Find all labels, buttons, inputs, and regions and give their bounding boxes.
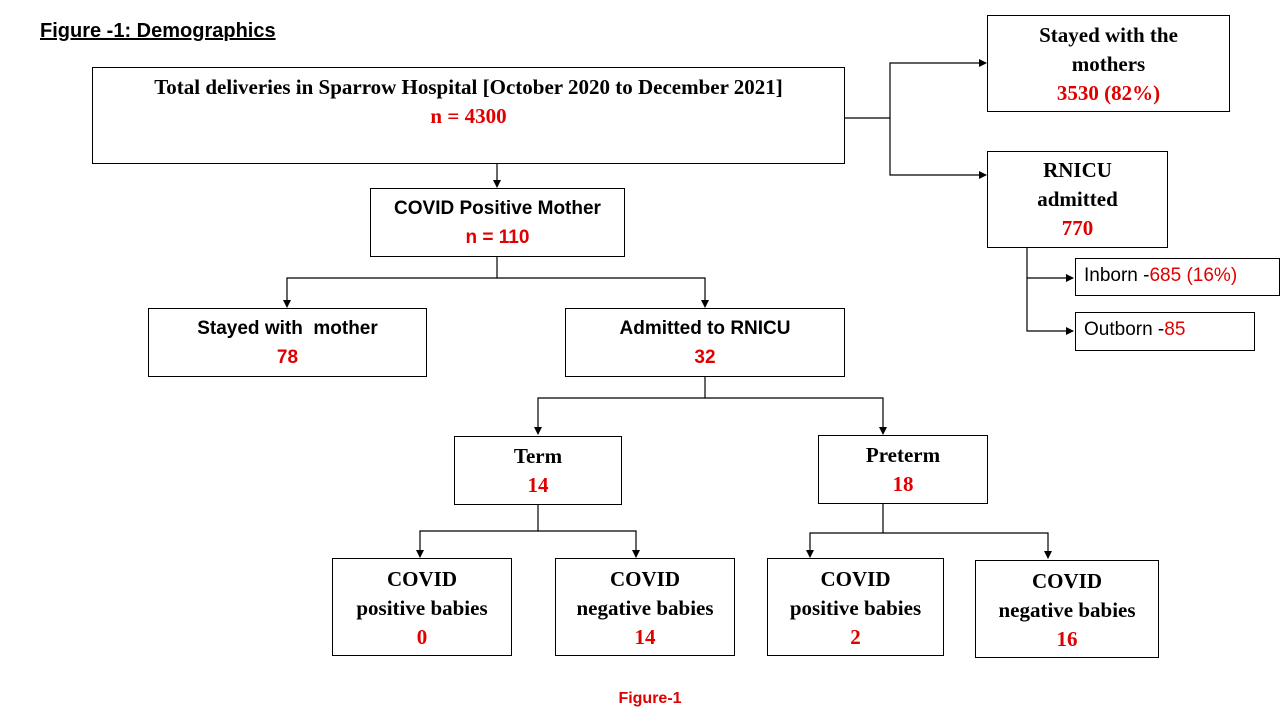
term-covid-negative-count: 14 xyxy=(634,625,656,649)
stayed-with-mothers-line1: Stayed with the xyxy=(1039,23,1178,47)
connector-term-neg xyxy=(538,530,640,558)
term-covid-positive-count: 0 xyxy=(416,625,428,649)
preterm-covid-negative-babies-box: COVID negative babies 16 xyxy=(975,560,1159,658)
preterm-covid-positive-line1: COVID xyxy=(820,567,891,591)
rnicu-admitted-line1: RNICU xyxy=(1043,158,1112,182)
connector-preterm-neg xyxy=(883,532,1052,559)
inborn-label: Inborn - xyxy=(1084,265,1150,286)
stayed-with-mother-count: 78 xyxy=(276,347,299,368)
term-covid-positive-line1: COVID xyxy=(386,567,457,591)
connector-total-rnicu xyxy=(889,118,987,179)
term-covid-positive-line2: positive babies xyxy=(356,596,488,620)
connector-preterm-pos xyxy=(806,504,884,558)
total-deliveries-box: Total deliveries in Sparrow Hospital [Oc… xyxy=(92,67,845,164)
preterm-box: Preterm 18 xyxy=(818,435,988,504)
term-covid-negative-babies-box: COVID negative babies 14 xyxy=(555,558,735,656)
outborn-label: Outborn - xyxy=(1084,319,1165,340)
preterm-covid-positive-babies-box: COVID positive babies 2 xyxy=(767,558,944,656)
inborn-box: Inborn -685 (16%) xyxy=(1075,258,1280,296)
covid-positive-mother-count: n = 110 xyxy=(465,227,530,248)
preterm-count: 18 xyxy=(892,472,914,496)
figure-heading: Figure -1: Demographics xyxy=(40,20,276,42)
term-covid-positive-babies-box: COVID positive babies 0 xyxy=(332,558,512,656)
admitted-to-rnicu-count: 32 xyxy=(694,347,716,368)
outborn-box: Outborn -85 xyxy=(1075,312,1255,351)
connector-term-pos xyxy=(416,505,539,558)
covid-positive-mother-label: COVID Positive Mother xyxy=(394,198,601,219)
connector-total-branch xyxy=(845,59,987,119)
covid-positive-mother-box: COVID Positive Mother n = 110 xyxy=(370,188,625,257)
stayed-with-mothers-count: 3530 (82%) xyxy=(1056,81,1161,105)
connector-admitted-term xyxy=(534,377,706,435)
preterm-covid-positive-count: 2 xyxy=(850,625,861,649)
total-deliveries-count: n = 4300 xyxy=(430,104,507,128)
rnicu-admitted-count: 770 xyxy=(1061,216,1094,240)
admitted-to-rnicu-label: Admitted to RNICU xyxy=(619,318,791,339)
preterm-covid-negative-line2: negative babies xyxy=(998,598,1136,622)
term-covid-negative-line2: negative babies xyxy=(576,596,714,620)
term-box: Term 14 xyxy=(454,436,622,505)
connector-admitted-preterm xyxy=(705,397,887,435)
stayed-with-mothers-box: Stayed with the mothers 3530 (82%) xyxy=(987,15,1230,112)
term-covid-negative-line1: COVID xyxy=(609,567,680,591)
figure-caption: Figure-1 xyxy=(618,690,682,707)
term-label: Term xyxy=(513,444,563,468)
total-deliveries-label: Total deliveries in Sparrow Hospital [Oc… xyxy=(154,75,783,99)
inborn-count: 685 (16%) xyxy=(1149,265,1238,286)
preterm-covid-positive-line2: positive babies xyxy=(789,596,922,620)
rnicu-admitted-box: RNICU admitted 770 xyxy=(987,151,1168,248)
connector-covid-admitted xyxy=(497,277,709,308)
rnicu-admitted-line2: admitted xyxy=(1037,187,1118,211)
connector-rnicu-inborn xyxy=(1026,248,1074,282)
stayed-with-mother-label: Stayed with mother xyxy=(197,318,378,339)
outborn-count: 85 xyxy=(1164,319,1186,340)
admitted-to-rnicu-box: Admitted to RNICU 32 xyxy=(565,308,845,377)
connector-rnicu-outborn xyxy=(1026,278,1074,335)
term-count: 14 xyxy=(527,473,549,497)
connector-covid-split xyxy=(283,257,498,308)
stayed-with-mother-box: Stayed with mother 78 xyxy=(148,308,427,377)
preterm-covid-negative-line1: COVID xyxy=(1031,569,1102,593)
stayed-with-mothers-line2: mothers xyxy=(1071,52,1146,76)
preterm-covid-negative-count: 16 xyxy=(1056,627,1078,651)
preterm-label: Preterm xyxy=(865,443,941,467)
